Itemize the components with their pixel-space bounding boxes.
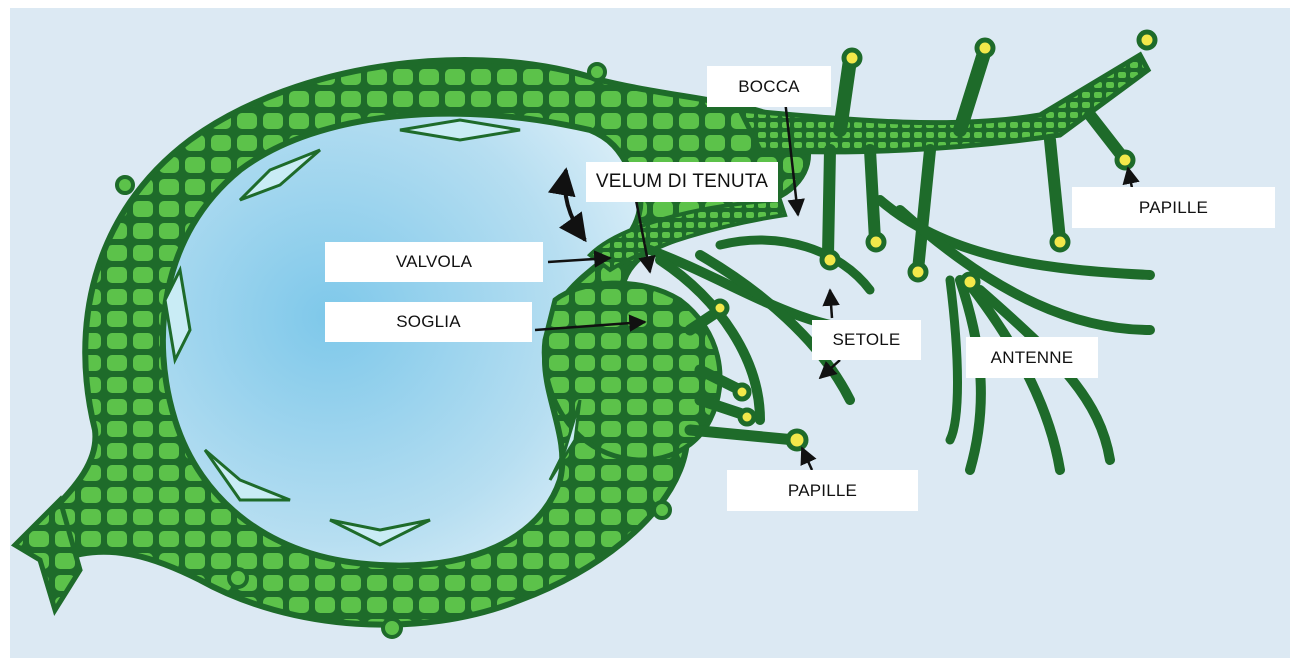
label-bocca: BOCCA <box>707 66 831 107</box>
label-papille-top: PAPILLE <box>1072 187 1275 228</box>
label-velum: VELUM DI TENUTA <box>586 162 778 202</box>
label-valvola: VALVOLA <box>325 242 543 282</box>
label-setole: SETOLE <box>812 320 921 360</box>
label-antenne: ANTENNE <box>966 337 1098 378</box>
label-papille-bottom: PAPILLE <box>727 470 918 511</box>
label-soglia: SOGLIA <box>325 302 532 342</box>
